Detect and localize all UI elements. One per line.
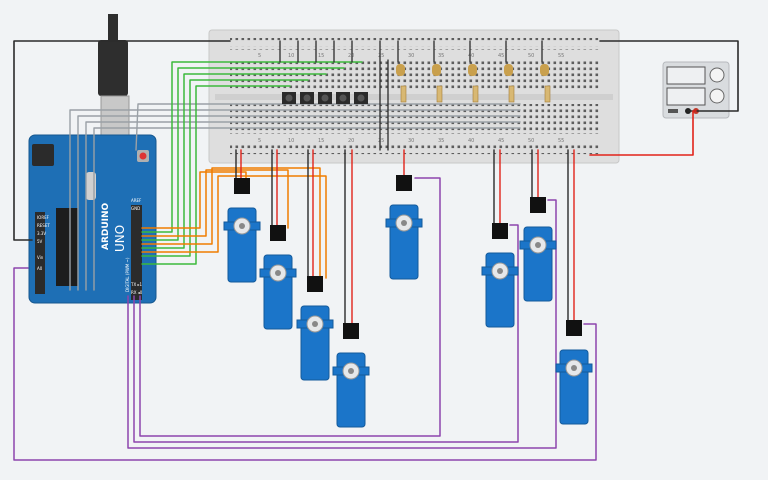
led-3[interactable]	[468, 64, 479, 103]
wire-servo-signal-2[interactable]	[141, 169, 289, 237]
column-number: 45	[498, 138, 504, 144]
top-rail-2	[230, 46, 600, 50]
column-number: 20	[348, 138, 354, 144]
led-2[interactable]	[432, 64, 443, 103]
wire-button-3[interactable]	[141, 73, 327, 249]
wire-button-1[interactable]	[141, 61, 363, 233]
wire-purple-2[interactable]	[127, 199, 557, 449]
pushbutton-3[interactable]	[318, 92, 332, 104]
servo-7[interactable]	[519, 197, 557, 302]
leds	[396, 64, 551, 103]
led-5[interactable]	[540, 64, 551, 103]
wire-bus-1[interactable]	[135, 103, 521, 151]
servo-8[interactable]	[555, 320, 593, 425]
wire-purple-4[interactable]	[139, 177, 441, 437]
pin-label-5v: 5V	[37, 239, 43, 244]
terminal-strip-bottom	[230, 104, 600, 134]
wire-purple-3[interactable]	[133, 224, 519, 443]
servo-2[interactable]	[259, 225, 297, 330]
wire-purple-1[interactable]	[13, 267, 597, 461]
column-number: 10	[288, 138, 294, 144]
led-1[interactable]	[396, 64, 407, 103]
column-number: 25	[378, 138, 384, 144]
column-number: 25	[378, 53, 384, 59]
top-rail-1	[230, 38, 600, 42]
wire-ground-arduino[interactable]	[13, 40, 231, 241]
center-channel	[215, 94, 613, 100]
led-4[interactable]	[504, 64, 515, 103]
power-header	[35, 212, 45, 294]
wire-servo-signal-3[interactable]	[141, 167, 321, 279]
column-number: 45	[498, 53, 504, 59]
servo-6[interactable]	[481, 223, 519, 328]
arduino-uno[interactable]: ARDUINO UNO DIGITAL (PWM ~) AREF GND TX …	[28, 14, 157, 304]
bottom-rail-2	[230, 153, 600, 157]
servo-4[interactable]	[332, 323, 370, 428]
power-jack	[32, 144, 54, 166]
column-number: 20	[348, 53, 354, 59]
column-number: 40	[468, 53, 474, 59]
servos	[223, 175, 593, 428]
column-number: 15	[318, 53, 324, 59]
arduino-model-label: UNO	[113, 225, 127, 252]
column-number: 50	[528, 138, 534, 144]
pushbutton-5[interactable]	[354, 92, 368, 104]
pin-label-rx: RX ◂0	[131, 290, 143, 295]
pushbuttons	[282, 92, 368, 104]
current-knob[interactable]	[709, 88, 725, 104]
column-number: 5	[258, 53, 261, 59]
power-supply-display-current	[666, 87, 706, 106]
pin-label-reset: RESET	[37, 223, 50, 228]
terminal-strip-top	[230, 60, 600, 90]
wire-bus-4[interactable]	[85, 121, 521, 291]
pin-label-vin: Vin	[37, 255, 44, 260]
servo-3[interactable]	[296, 276, 334, 381]
wire-bus-3[interactable]	[77, 115, 521, 291]
column-number: 10	[288, 53, 294, 59]
servo-5[interactable]	[385, 175, 423, 280]
column-number: 35	[438, 53, 444, 59]
bottom-rail-1	[230, 145, 600, 149]
wire-power-supply[interactable]	[589, 110, 697, 156]
pin-label-ioref: IOREF	[37, 215, 50, 220]
microcontroller-chip	[56, 208, 78, 286]
wire-button-4[interactable]	[141, 79, 309, 257]
wire-button-2[interactable]	[141, 67, 345, 241]
digital-header-label: DIGITAL (PWM ~)	[125, 257, 130, 292]
column-number: 40	[468, 138, 474, 144]
servo-1[interactable]	[223, 178, 261, 283]
column-number: 50	[528, 53, 534, 59]
wire-servo-signal-4[interactable]	[141, 175, 327, 279]
power-supply[interactable]	[662, 61, 730, 119]
pushbutton-4[interactable]	[336, 92, 350, 104]
digital-header	[131, 205, 142, 300]
column-number: 55	[558, 53, 564, 59]
usb-cable-cord	[108, 14, 118, 42]
power-supply-display-voltage	[666, 66, 706, 85]
wire-bus-5[interactable]	[93, 127, 521, 291]
wire-button-5[interactable]	[141, 85, 291, 265]
usb-cable-plug	[98, 40, 128, 96]
column-number: 35	[438, 138, 444, 144]
pin-label-3v3: 3.3V	[37, 231, 46, 236]
voltage-knob[interactable]	[709, 67, 725, 83]
wire-bus-2[interactable]	[69, 109, 521, 291]
pushbutton-2[interactable]	[300, 92, 314, 104]
column-number: 30	[408, 53, 414, 59]
pin-label-aref: AREF	[131, 198, 142, 203]
pin-label-gnd: GND	[131, 206, 140, 211]
pin-label-a0: A0	[37, 266, 43, 271]
breadboard: 5 10 15 20 25 30 35 40 45 50 55 5 10 15 …	[208, 29, 620, 164]
column-number: 15	[318, 138, 324, 144]
wire-servo-signal-1[interactable]	[141, 171, 247, 229]
column-number: 55	[558, 138, 564, 144]
arduino-brand-label: ARDUINO	[101, 202, 111, 250]
pushbutton-1[interactable]	[282, 92, 296, 104]
wire-ground-supply[interactable]	[599, 40, 739, 112]
column-number: 30	[408, 138, 414, 144]
column-number: 5	[258, 138, 261, 144]
pin-label-tx: TX ▸1	[130, 282, 142, 287]
